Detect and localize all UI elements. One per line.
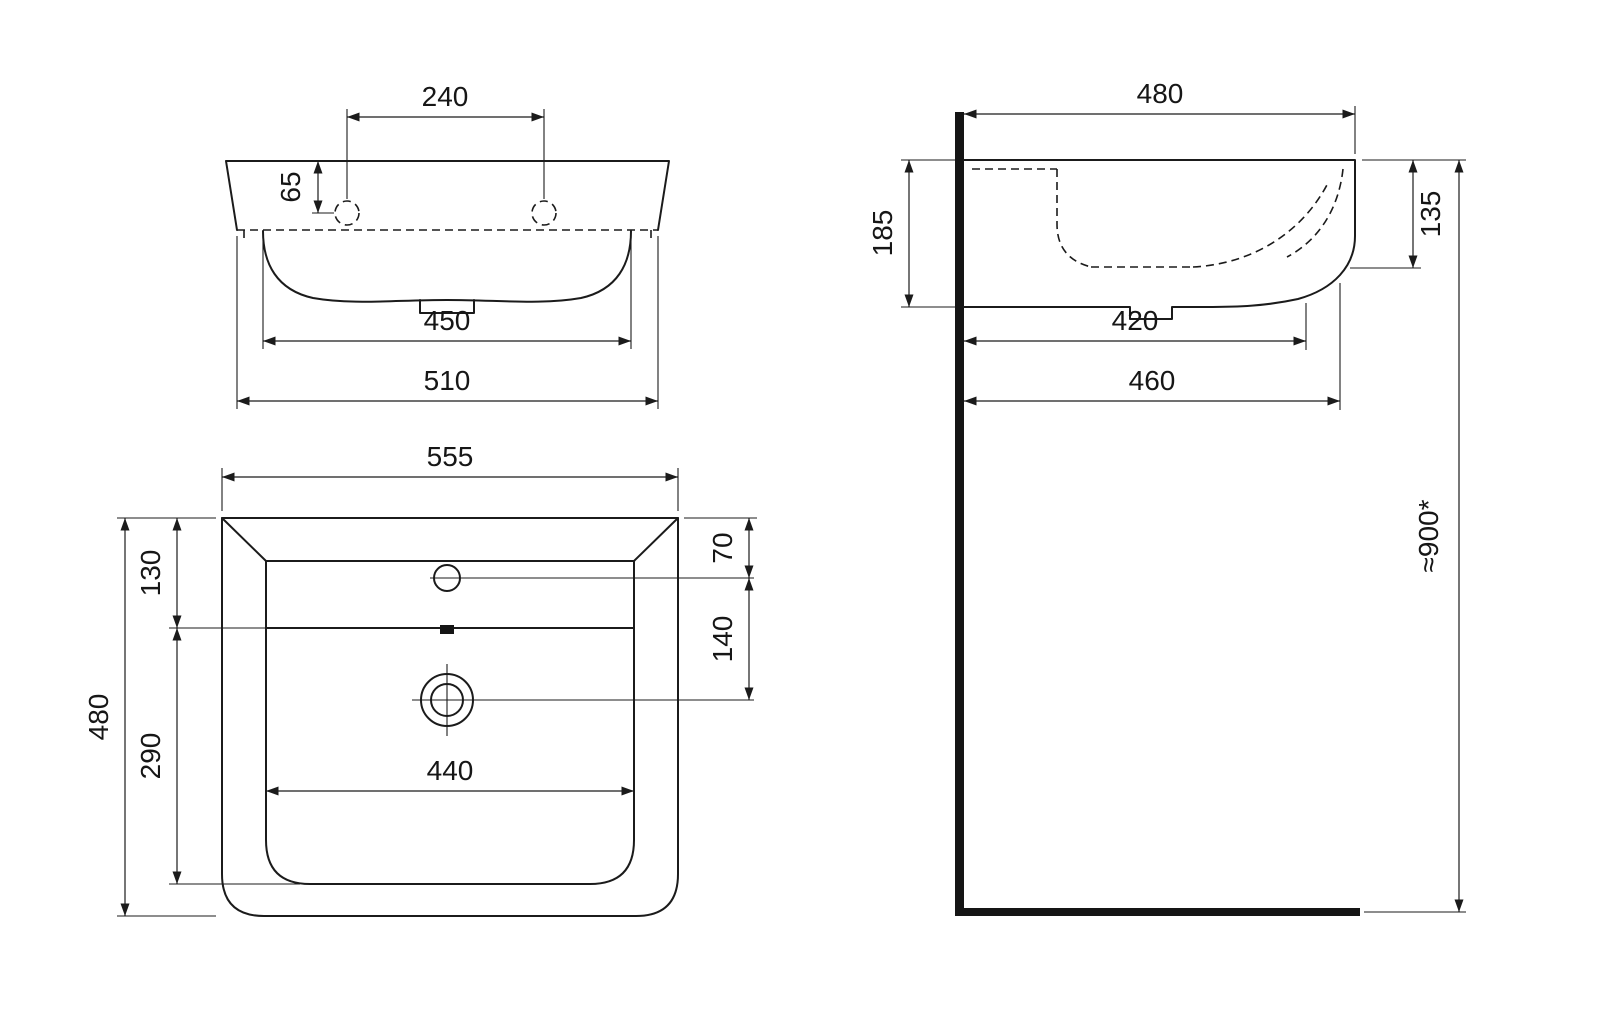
floor <box>955 908 1360 916</box>
side-dim-mounting-height-label: ≈900* <box>1413 499 1444 572</box>
front-view: 240 65 450 510 <box>225 81 670 409</box>
front-dim-rim-width: 510 <box>237 365 658 406</box>
side-hidden-bowl-profile <box>972 168 1344 268</box>
plan-dim-tap-to-drain: 140 <box>707 578 754 700</box>
plan-dim-inner-width: 440 <box>266 755 634 796</box>
side-dim-front-height-label: 135 <box>1415 191 1446 238</box>
side-profile-outline <box>963 159 1356 320</box>
plan-dim-tap-to-drain-label: 140 <box>707 616 738 663</box>
front-dim-bowl-width: 450 <box>263 305 631 346</box>
front-bowl-outline <box>262 230 632 303</box>
side-dim-back-height-label: 185 <box>867 210 898 257</box>
tap-hole-right <box>531 200 557 226</box>
plan-dim-tap-inset-label: 70 <box>707 532 738 563</box>
side-dim-bottom-depth-label: 420 <box>1112 305 1159 336</box>
plan-dim-inner-width-label: 440 <box>427 755 474 786</box>
front-extension-lines <box>236 109 659 409</box>
plan-overflow-slot <box>440 625 454 634</box>
front-dim-tap-drop: 65 <box>275 161 323 213</box>
side-dim-overall-depth: 480 <box>964 78 1355 119</box>
side-view: 480 185 135 420 460 ≈900* <box>867 78 1466 916</box>
plan-basin-outline <box>265 560 635 885</box>
side-dim-lower-depth-label: 460 <box>1129 365 1176 396</box>
front-dim-bowl-width-label: 450 <box>424 305 471 336</box>
plan-dim-bowl-length: 290 <box>135 628 182 884</box>
front-dim-rim-width-label: 510 <box>424 365 471 396</box>
plan-dim-overall-depth: 480 <box>83 518 130 916</box>
plan-dim-edge-to-bowl: 130 <box>135 518 182 628</box>
plan-outer-outline <box>221 517 679 917</box>
plan-dim-overall-width-label: 555 <box>427 441 474 472</box>
plan-dim-overall-depth-label: 480 <box>83 694 114 741</box>
side-dim-mounting-height: ≈900* <box>1413 160 1464 912</box>
front-drain-boss <box>419 299 475 314</box>
plan-dim-overall-width: 555 <box>222 441 678 482</box>
front-dim-tap-spacing-label: 240 <box>422 81 469 112</box>
side-dim-bottom-depth: 420 <box>964 305 1306 346</box>
plan-rim-diagonal-left <box>221 517 267 562</box>
wall <box>955 112 964 916</box>
plan-dim-tap-inset: 70 <box>707 518 754 578</box>
plan-dim-edge-to-bowl-label: 130 <box>135 550 166 597</box>
front-rim-outline <box>225 160 670 231</box>
side-dim-lower-depth: 460 <box>964 365 1340 406</box>
side-dim-back-height: 185 <box>867 160 914 307</box>
plan-view: 555 130 290 480 70 140 440 <box>83 441 757 917</box>
side-dim-overall-depth-label: 480 <box>1137 78 1184 109</box>
tap-hole-left <box>334 200 360 226</box>
front-dim-tap-spacing: 240 <box>347 81 544 122</box>
side-dim-front-height: 135 <box>1408 160 1446 268</box>
front-dim-tap-drop-label: 65 <box>275 171 306 202</box>
side-extension-lines <box>901 106 1466 913</box>
plan-rim-diagonal-right <box>633 517 679 562</box>
plan-dim-bowl-length-label: 290 <box>135 733 166 780</box>
